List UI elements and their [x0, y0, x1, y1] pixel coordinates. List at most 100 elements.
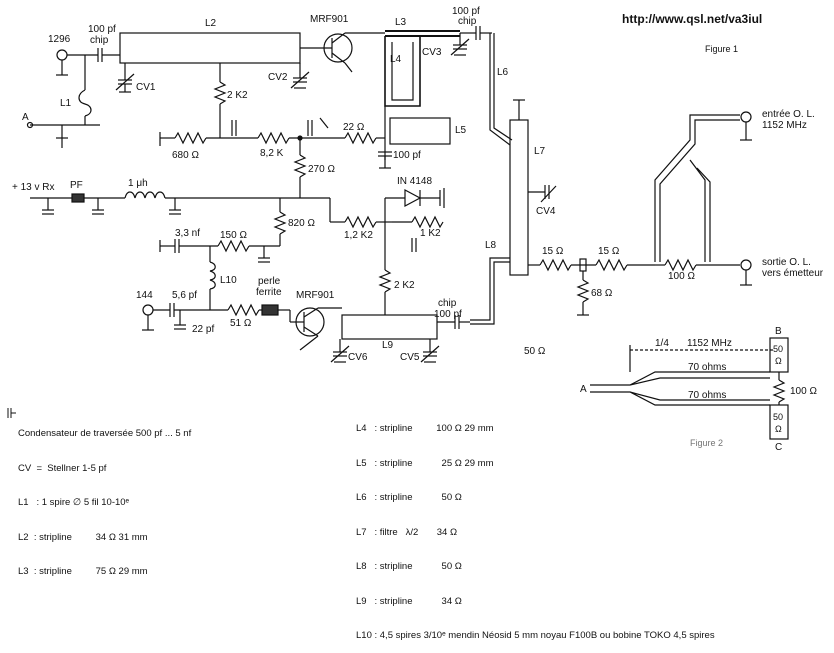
label-supply: + 13 v Rx [12, 182, 55, 193]
resistor-270 [293, 154, 307, 178]
resistor-150 [217, 239, 250, 253]
source-url: http://www.qsl.net/va3iul [622, 12, 763, 26]
l8-stripline [470, 257, 510, 325]
legend-line: L4 : stripline 100 Ω 29 mm [356, 423, 494, 434]
label-r15-b: 15 Ω [598, 246, 620, 257]
inductor-1uh [124, 191, 166, 199]
label-r15-a: 15 Ω [542, 246, 564, 257]
label-l1: L1 [60, 98, 72, 109]
legend-line: L6 : stripline 50 Ω [356, 492, 462, 503]
fig2-resistor-100 [772, 379, 786, 403]
label-l8: L8 [485, 240, 497, 251]
label-c100b: 100 pf [393, 150, 421, 161]
label-1uh: 1 μh [128, 178, 148, 189]
fig2-port-c-value: 50 [773, 412, 783, 422]
label-ferrite-2: ferrite [256, 287, 282, 298]
connector-lo-out [740, 259, 752, 271]
fig2-port-c-unit: Ω [775, 424, 782, 434]
label-lo-out-2: vers émetteur [762, 268, 824, 279]
fig2-label-b: B [775, 326, 782, 337]
fig2-z2: 70 ohms [688, 390, 726, 401]
label-chip-in: chip [90, 35, 109, 46]
label-pf: PF [70, 180, 83, 191]
label-r2k2-b: 2 K2 [394, 280, 415, 291]
schematic-diagram: 1296 100 pf chip L1 A L2 CV1 MRF901 L3 L… [7, 6, 824, 453]
label-lo-in-1: entrée O. L. [762, 109, 815, 120]
label-a: A [22, 112, 29, 123]
fig2-quarter: 1/4 [655, 338, 669, 349]
label-cap-top-1: 100 pf [452, 6, 480, 17]
label-ferrite-1: perle [258, 276, 281, 287]
label-fifty: 50 Ω [524, 346, 546, 357]
l1-coil [78, 89, 92, 117]
lo-splitter [654, 114, 740, 262]
label-cv2: CV2 [268, 72, 288, 83]
label-1296: 1296 [48, 34, 71, 45]
resistor-680 [174, 131, 207, 145]
l5-stripline [389, 117, 451, 145]
label-cap-top-2: chip [458, 16, 477, 27]
label-r680: 680 Ω [172, 150, 199, 161]
resistor-2k2-a [213, 81, 227, 105]
label-c100c: 100 pf [434, 309, 462, 320]
label-r270: 270 Ω [308, 164, 335, 175]
legend-left: Condensateur de traversée 500 pf ... 5 n… [18, 405, 191, 589]
l9-stripline [341, 314, 438, 340]
label-r1k2-a: 1,2 K2 [344, 230, 373, 241]
resistor-15-a [539, 258, 572, 272]
figure-2-caption: Figure 2 [690, 438, 723, 448]
label-cv3: CV3 [422, 47, 442, 58]
fig2-label-a: A [580, 384, 587, 395]
label-r68: 68 Ω [591, 288, 613, 299]
legend-right: L4 : stripline 100 Ω 29 mm L5 : striplin… [356, 400, 715, 653]
label-lo-in-2: 1152 MHz [762, 120, 807, 131]
label-r150: 150 Ω [220, 230, 247, 241]
fig2-resistor-label: 100 Ω [790, 386, 817, 397]
label-cv4: CV4 [536, 206, 556, 217]
figure-1-caption: Figure 1 [705, 44, 739, 54]
label-r100: 100 Ω [668, 271, 695, 282]
label-l4: L4 [390, 54, 402, 65]
legend-line: L7 : filtre λ/2 34 Ω [356, 526, 458, 538]
label-l10: L10 [220, 275, 237, 286]
label-chip2: chip [438, 298, 457, 309]
label-c56: 5,6 pf [172, 290, 197, 301]
fig2-splitter [590, 371, 770, 406]
resistor-820 [273, 211, 287, 235]
legend-line-l10: L10 : 4,5 spires 3/10ᵉ mendin Néosid 5 m… [356, 630, 715, 641]
fig2-port-b-value: 50 [773, 344, 783, 354]
l2-stripline [119, 32, 301, 64]
fig2-port-b-unit: Ω [775, 356, 782, 366]
resistor-22 [344, 131, 377, 145]
feedthrough-pf [71, 193, 85, 203]
resistor-15-b [595, 258, 628, 272]
label-diode: IN 4148 [397, 176, 432, 187]
diode-in4148 [404, 189, 422, 207]
connector-144 [142, 304, 154, 316]
legend-line: L5 : stripline 25 Ω 29 mm [356, 457, 494, 469]
l4-stripline [384, 36, 421, 107]
resistor-51 [227, 303, 260, 317]
legend-line: L1 : 1 spire ∅ 5 fil 10-10ᵉ [18, 497, 130, 508]
label-l7: L7 [534, 146, 546, 157]
connector-1296 [56, 49, 68, 61]
label-r2k2-a: 2 K2 [227, 90, 248, 101]
label-c22: 22 pf [192, 324, 214, 335]
connector-lo-in [740, 111, 752, 123]
label-r1k2-b: 1 K2 [420, 228, 441, 239]
label-r51: 51 Ω [230, 318, 252, 329]
label-lo-out-1: sortie O. L. [762, 257, 811, 268]
label-r8k2: 8,2 K [260, 148, 284, 159]
label-l9: L9 [382, 340, 394, 351]
label-q1: MRF901 [310, 14, 349, 25]
resistor-1k2-a [344, 215, 377, 229]
legend-line: L8 : stripline 50 Ω [356, 561, 462, 572]
label-cap-in: 100 pf [88, 24, 116, 35]
label-q2: MRF901 [296, 290, 335, 301]
l7-filter [509, 119, 529, 276]
legend-line: L9 : stripline 34 Ω [356, 595, 462, 607]
fig2-freq: 1152 MHz [687, 338, 732, 349]
label-l5: L5 [455, 125, 467, 136]
resistor-68 [576, 279, 590, 303]
l6-stripline [489, 33, 513, 146]
